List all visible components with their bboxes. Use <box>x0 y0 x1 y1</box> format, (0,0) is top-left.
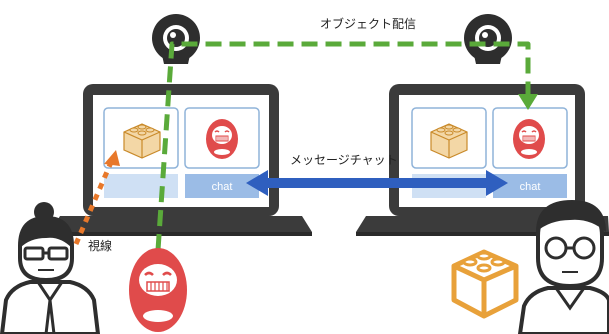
object-delivery-label: オブジェクト配信 <box>320 16 416 31</box>
right-chat-bar <box>493 174 567 198</box>
left-laptop-icon <box>50 84 312 236</box>
gaze-arrow <box>73 150 120 245</box>
lego-block-icon <box>451 249 519 319</box>
lego-block-icon <box>123 123 161 159</box>
left-chat-label: chat <box>212 181 233 193</box>
message-chat-label: メッセージチャット <box>290 153 398 167</box>
gaze-label: 視線 <box>88 238 112 253</box>
lego-block-icon <box>430 123 468 159</box>
left-chat-input-bar <box>104 174 178 198</box>
right-chat-label: chat <box>520 181 541 193</box>
right-webcam-icon <box>464 14 512 64</box>
daruma-icon <box>513 119 545 159</box>
man-user-icon <box>517 200 609 334</box>
daruma-icon <box>129 248 187 332</box>
left-webcam-icon <box>152 14 200 64</box>
daruma-icon <box>206 119 238 159</box>
woman-user-icon <box>0 202 101 334</box>
left-chat-bar <box>185 174 259 198</box>
message-chat-arrow <box>246 170 508 196</box>
object-delivery-arrow <box>155 41 538 251</box>
